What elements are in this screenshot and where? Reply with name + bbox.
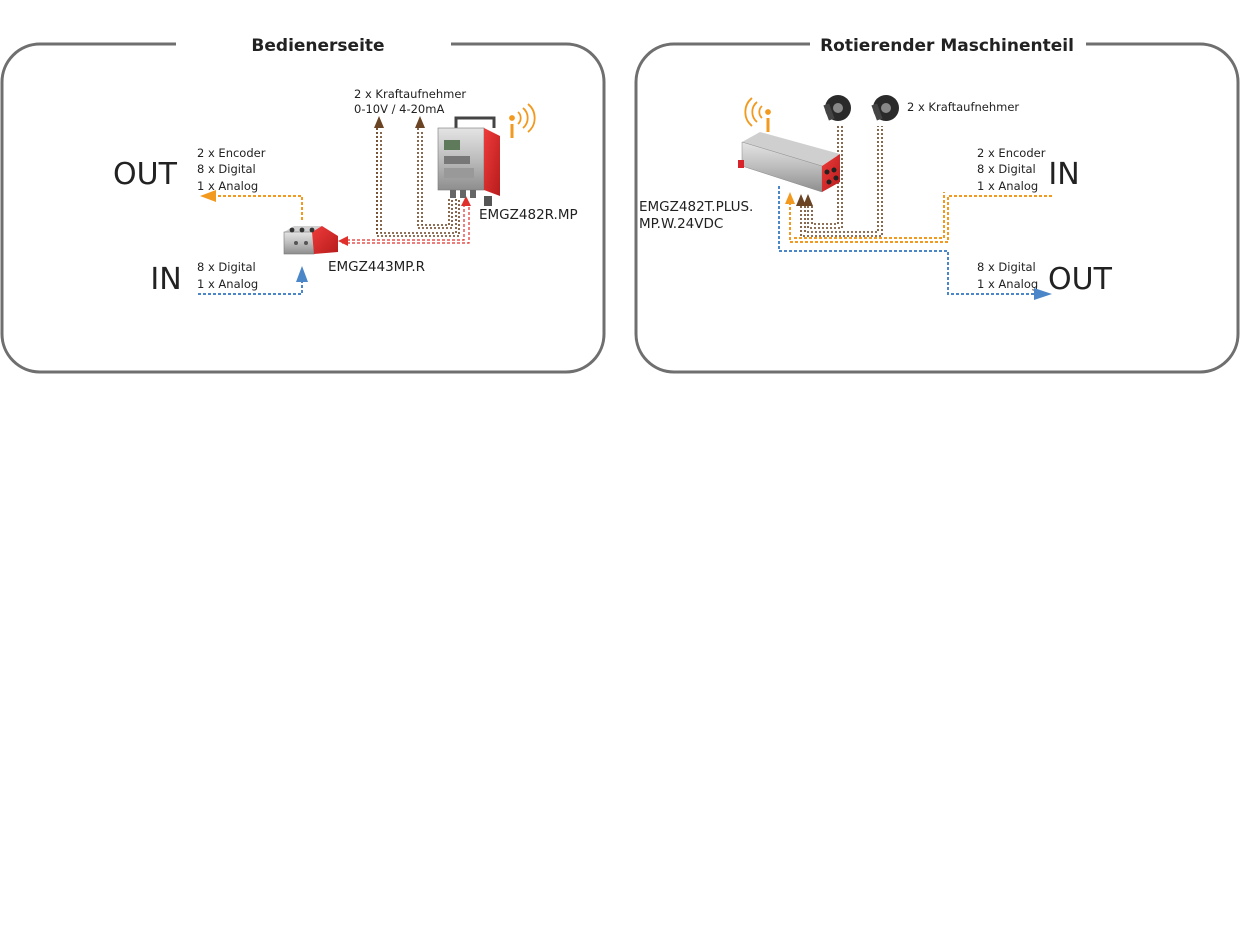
in-item-encoder: 2 x Encoder: [977, 146, 1046, 160]
sensor-arrow-1: [796, 194, 806, 206]
panel-title: Bedienerseite: [251, 36, 384, 56]
sensor-arrow-2: [803, 194, 813, 206]
device-label-io: EMGZ443MP.R: [328, 259, 425, 275]
out-item-digital: 8 x Digital: [197, 162, 256, 176]
signal-lines: [342, 204, 470, 244]
device-emgz482r: [437, 116, 500, 206]
encoder-output-line: [200, 190, 303, 220]
panel-title: Rotierender Maschinenteil: [820, 36, 1074, 56]
device-emgz443: [283, 226, 338, 255]
sensor-arrow-2: [415, 116, 425, 128]
in-item-analog: 1 x Analog: [197, 277, 258, 291]
sensor-signal-label: 0-10V / 4-20mA: [354, 102, 444, 116]
panel-bedienerseite: Bedienerseite OUT IN 2 x Encoder 8 x Dig…: [0, 36, 606, 374]
in-item-analog: 1 x Analog: [977, 179, 1038, 193]
out-label: OUT: [1048, 262, 1113, 297]
wireless-icon: [509, 103, 536, 138]
device-emgz482t: [738, 132, 840, 193]
wireless-icon: [744, 97, 771, 132]
out-item-analog: 1 x Analog: [197, 179, 258, 193]
panel-frame-right: [634, 42, 1240, 374]
sensor-arrow-1: [374, 116, 384, 128]
panel-frame-left: [0, 42, 606, 374]
panel-rotierender-maschinenteil: Rotierender Maschinenteil IN OUT 2 x Enc…: [634, 36, 1240, 374]
encoder-input-line: [789, 192, 1052, 243]
signal-arrow-io: [338, 236, 348, 246]
encoder-input-arrow: [785, 192, 795, 204]
out-item-analog: 1 x Analog: [977, 277, 1038, 291]
out-label: OUT: [113, 157, 178, 192]
device-label-line-2: MP.W.24VDC: [639, 216, 723, 232]
out-item-digital: 8 x Digital: [977, 260, 1036, 274]
in-label: IN: [1048, 157, 1079, 192]
sensor-label: 2 x Kraftaufnehmer: [354, 87, 466, 101]
device-label-main: EMGZ482R.MP: [479, 207, 578, 223]
force-sensor-icon-2: [871, 95, 899, 121]
in-item-digital: 8 x Digital: [977, 162, 1036, 176]
force-sensor-icon-1: [823, 95, 851, 121]
in-item-digital: 8 x Digital: [197, 260, 256, 274]
digital-input-line: [198, 266, 308, 295]
sensor-label: 2 x Kraftaufnehmer: [907, 100, 1019, 114]
out-item-encoder: 2 x Encoder: [197, 146, 266, 160]
digital-output-line: [778, 186, 1052, 300]
device-label-line-1: EMGZ482T.PLUS.: [639, 199, 753, 215]
signal-arrow-main: [461, 196, 471, 206]
in-label: IN: [150, 262, 181, 297]
sensor-lines: [376, 128, 460, 237]
